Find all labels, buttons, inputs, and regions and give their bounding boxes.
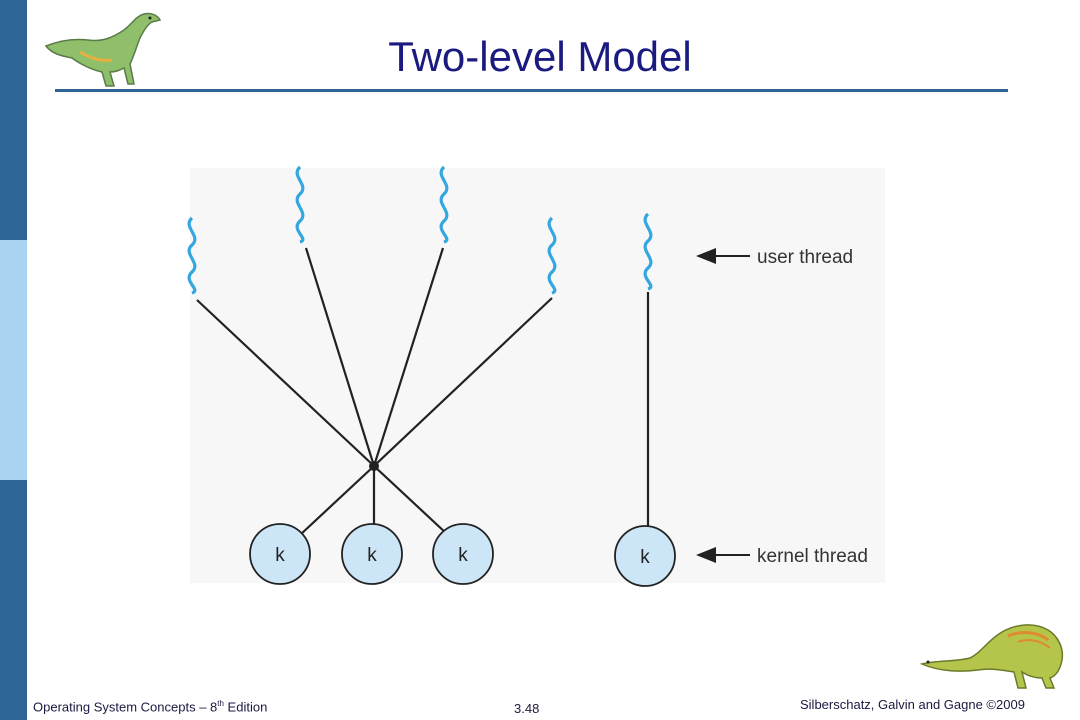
footer-book-title: Operating System Concepts – 8th Edition	[33, 699, 268, 715]
kernel-thread-node	[249, 523, 311, 585]
footer-copyright: Silberschatz, Galvin and Gagne ©2009	[800, 697, 1025, 712]
user-thread-wave	[643, 212, 653, 291]
kernel-thread-label: k	[640, 547, 650, 568]
kernel-thread-label: k	[367, 545, 377, 566]
thread-mapping-line	[373, 297, 553, 467]
user-thread-wave	[439, 165, 449, 244]
thread-mapping-line	[196, 299, 375, 467]
slide-title: Two-level Model	[388, 33, 692, 80]
dinosaur-footer-icon	[919, 624, 1064, 689]
kernel-thread-node	[614, 525, 676, 587]
thread-mapping-line	[304, 247, 376, 467]
thread-mapping-line	[299, 465, 375, 536]
kernel-thread-legend-label: kernel thread	[757, 546, 868, 567]
user-thread-wave	[187, 216, 197, 295]
thread-mapping-line	[373, 465, 448, 535]
dinosaur-logo-icon	[44, 12, 162, 87]
user-thread-wave	[295, 165, 305, 244]
kernel-thread-node	[432, 523, 494, 585]
user-thread-wave	[547, 216, 557, 295]
kernel-thread-label: k	[275, 545, 285, 566]
kernel-thread-node	[341, 523, 403, 585]
thread-mapping-line	[372, 247, 445, 467]
diagram-background	[190, 168, 885, 583]
sidebar-highlight	[0, 240, 27, 480]
user-thread-label: user thread	[757, 247, 853, 268]
kernel-thread-label: k	[458, 545, 468, 566]
footer-page-number: 3.48	[514, 701, 540, 716]
title-rule	[55, 89, 1008, 92]
